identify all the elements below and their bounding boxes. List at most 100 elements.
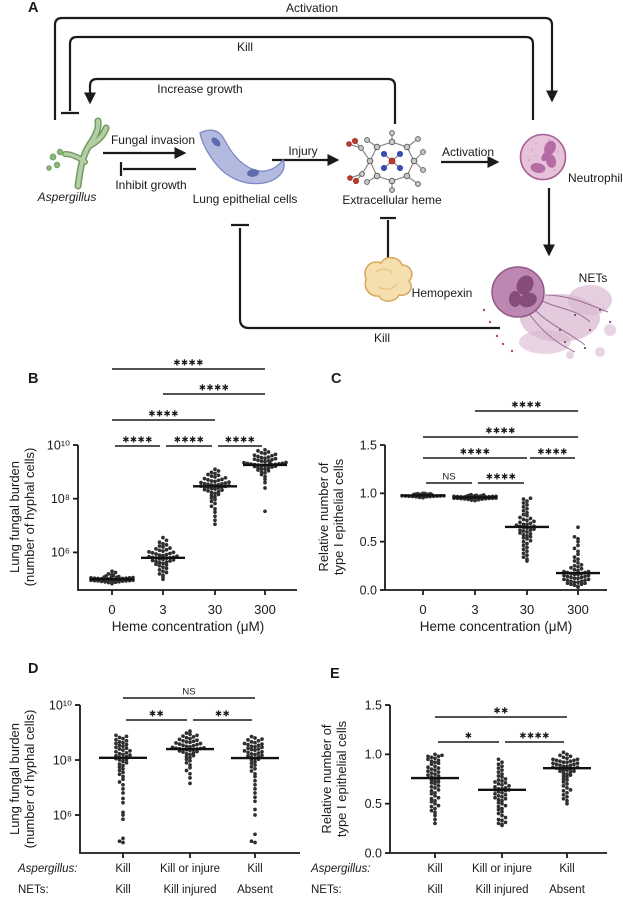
data-point [436,795,441,800]
data-point [433,806,437,811]
data-point [184,744,189,749]
data-point [242,741,247,746]
data-point [209,493,214,498]
data-point [586,573,591,578]
data-point [164,552,169,557]
data-point [263,467,267,472]
data-point [562,573,566,578]
data-point [213,501,217,506]
data-point [273,456,278,461]
significance-label: ✱✱✱✱ [485,426,516,436]
data-point [528,521,533,526]
data-point [572,546,577,551]
data-point [253,759,257,764]
data-point [525,545,529,550]
data-point [507,784,511,788]
data-point [263,456,267,461]
data-point [184,760,189,765]
condition-value: Kill [115,863,131,875]
data-point [157,544,162,548]
data-point [188,732,192,737]
data-point [565,752,569,757]
data-point [117,780,122,784]
data-point [493,791,497,796]
data-point [121,791,125,795]
significance-label: ✱✱✱✱ [122,435,153,445]
data-point [496,774,501,778]
data-point [429,755,434,760]
data-point [121,763,125,768]
data-point [121,736,125,741]
data-point [525,499,529,503]
x-tick-label: 300 [567,602,589,617]
data-point [202,487,207,492]
data-point [576,552,580,557]
data-point [263,480,267,485]
data-point [253,840,257,845]
data-point [572,762,576,767]
data-point [579,566,584,571]
data-point [561,755,566,760]
data-point [576,561,580,565]
data-point [528,538,533,543]
data-point [575,761,580,766]
data-point [532,527,536,531]
data-point [496,770,501,774]
panel-e-plot: 1.51.00.50.0✱✱✱✱✱✱✱ [365,698,607,860]
data-point [575,757,580,762]
data-point [433,779,437,783]
significance-label: ✱✱✱✱ [173,358,204,368]
data-point [106,580,111,585]
data-point [202,481,207,486]
y-tick-label: 0.5 [365,797,382,811]
data-point [253,771,257,776]
y-tick-label: 1.5 [365,698,382,712]
interaction-diagram [46,16,616,359]
data-point [216,492,221,497]
data-point [518,531,522,535]
data-point [572,559,577,563]
data-point [572,555,577,559]
data-point [164,563,169,567]
data-point [213,467,217,472]
data-point [500,764,504,769]
data-point [496,793,501,798]
dot-group-2 [242,734,264,845]
data-point [181,738,185,743]
data-point [220,477,224,482]
condition-row-label: NETs: [18,884,49,896]
data-point [266,450,271,454]
extracellular-heme-label: Extracellular heme [342,193,442,207]
hemopexin-label: Hemopexin [411,286,473,300]
data-point [256,751,261,755]
data-point [576,580,580,585]
data-point [188,776,192,780]
data-point [191,743,196,748]
y-tick-label: 10¹⁰ [47,438,70,452]
data-point [213,491,217,496]
data-point [121,774,125,779]
data-point [266,468,271,473]
data-point [263,459,267,464]
data-point [154,552,158,556]
data-point [253,736,257,740]
data-point [503,777,508,781]
data-point [256,449,260,453]
data-point [521,533,526,537]
data-point [500,794,504,799]
data-point [496,757,501,762]
data-point [500,801,504,806]
data-point [576,543,580,548]
data-point [568,773,573,777]
data-point [191,735,196,739]
aspergillus-icon [46,117,110,190]
data-point [110,569,114,574]
data-point [429,804,434,809]
data-point [263,477,267,482]
data-point [503,820,508,825]
data-point [426,773,430,777]
aspergillus-label: Aspergillus [37,190,97,204]
data-point [209,474,214,478]
injury-label: Injury [288,144,318,158]
data-point [198,741,203,746]
